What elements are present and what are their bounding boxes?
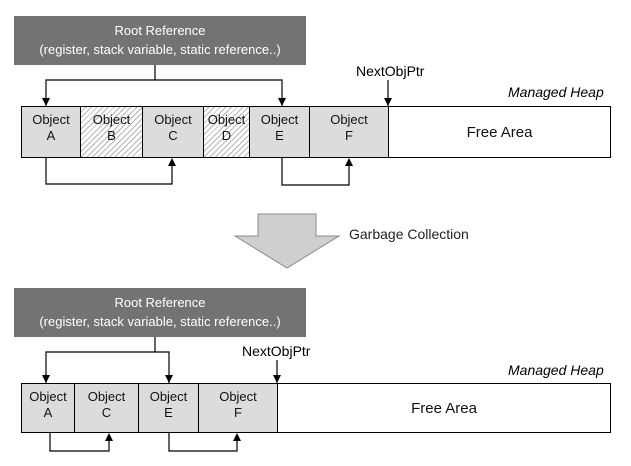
managed-heap-label: Managed Heap xyxy=(508,84,604,100)
object-a-to-c-reference-after xyxy=(49,432,113,452)
object-e-to-f-reference-after xyxy=(168,432,241,452)
free-area-cell-after: Free Area xyxy=(277,383,611,433)
root-reference-subtitle-after: (register, stack variable, static refere… xyxy=(39,314,281,329)
root-reference-title: Root Reference xyxy=(114,23,206,38)
root-to-object-a-arrow-after xyxy=(42,337,156,383)
free-area-cell: Free Area xyxy=(388,106,611,158)
root-to-object-e-arrow-after xyxy=(155,351,173,383)
next-obj-ptr-arrow-top xyxy=(384,80,392,106)
root-reference-box-after: Root Reference (register, stack variable… xyxy=(14,288,306,337)
free-area-label: Free Area xyxy=(466,124,533,141)
garbage-collection-label: Garbage Collection xyxy=(349,226,469,242)
managed-heap-label-after: Managed Heap xyxy=(508,362,604,378)
garbage-collection-arrow xyxy=(233,213,341,269)
root-reference-subtitle: (register, stack variable, static refere… xyxy=(39,42,281,57)
root-to-object-a-arrow xyxy=(42,65,156,106)
object-e-to-f-reference xyxy=(281,157,353,186)
object-a-to-c-reference xyxy=(45,157,176,185)
next-obj-ptr-arrow-bottom xyxy=(273,360,281,383)
root-reference-box: Root Reference (register, stack variable… xyxy=(14,16,306,65)
next-obj-ptr-label-after: NextObjPtr xyxy=(242,343,311,359)
root-reference-title-after: Root Reference xyxy=(114,295,206,310)
next-obj-ptr-label: NextObjPtr xyxy=(356,63,425,79)
free-area-label-after: Free Area xyxy=(411,400,477,417)
root-to-object-e-arrow xyxy=(155,79,286,106)
